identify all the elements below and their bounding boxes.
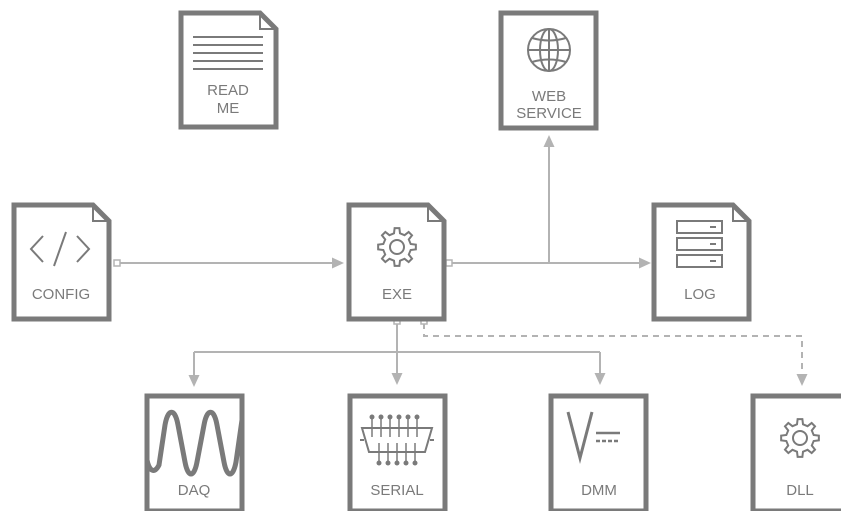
text-lines-icon <box>193 36 263 70</box>
exe-label: EXE <box>382 286 412 303</box>
readme-label-line2: ME <box>217 100 240 117</box>
node-config[interactable]: CONFIG <box>11 202 112 322</box>
arrowhead-serial <box>391 373 403 385</box>
port-config-out <box>113 259 121 267</box>
node-dll[interactable]: DLL <box>750 393 841 511</box>
server-stack-icon <box>676 220 723 268</box>
webservice-label-line1: WEB <box>532 88 566 105</box>
code-brackets-icon <box>29 231 91 267</box>
arrowhead-dmm <box>594 373 606 385</box>
node-daq[interactable]: DAQ <box>144 393 245 511</box>
webservice-label-line2: SERVICE <box>516 105 582 122</box>
dll-label: DLL <box>786 482 814 499</box>
serial-label: SERIAL <box>370 482 423 499</box>
db-connector-icon <box>360 414 434 466</box>
arrowhead-exe <box>332 257 344 269</box>
log-label: LOG <box>684 286 716 303</box>
node-readme[interactable]: READ ME <box>178 10 279 130</box>
waveform-icon <box>144 409 245 477</box>
arrowhead-daq <box>188 375 200 387</box>
arrowhead-webservice <box>543 135 555 147</box>
port-exe-out <box>445 259 453 267</box>
dc-voltage-icon <box>566 411 620 464</box>
gear-icon <box>377 227 417 267</box>
gear-icon <box>780 418 820 458</box>
daq-label: DAQ <box>178 482 211 499</box>
readme-label-line1: READ <box>207 82 249 99</box>
arrowhead-log <box>639 257 651 269</box>
node-webservice[interactable]: WEB SERVICE <box>498 10 599 131</box>
node-exe[interactable]: EXE <box>346 202 447 322</box>
node-dmm[interactable]: DMM <box>548 393 649 511</box>
connectors <box>113 135 808 387</box>
node-log[interactable]: LOG <box>651 202 752 322</box>
config-label: CONFIG <box>32 286 90 303</box>
dmm-label: DMM <box>581 482 617 499</box>
connector-exe-dll-dashed <box>423 323 803 375</box>
node-serial[interactable]: SERIAL <box>347 393 448 511</box>
globe-icon <box>527 28 571 72</box>
arrowhead-dll <box>796 374 808 386</box>
